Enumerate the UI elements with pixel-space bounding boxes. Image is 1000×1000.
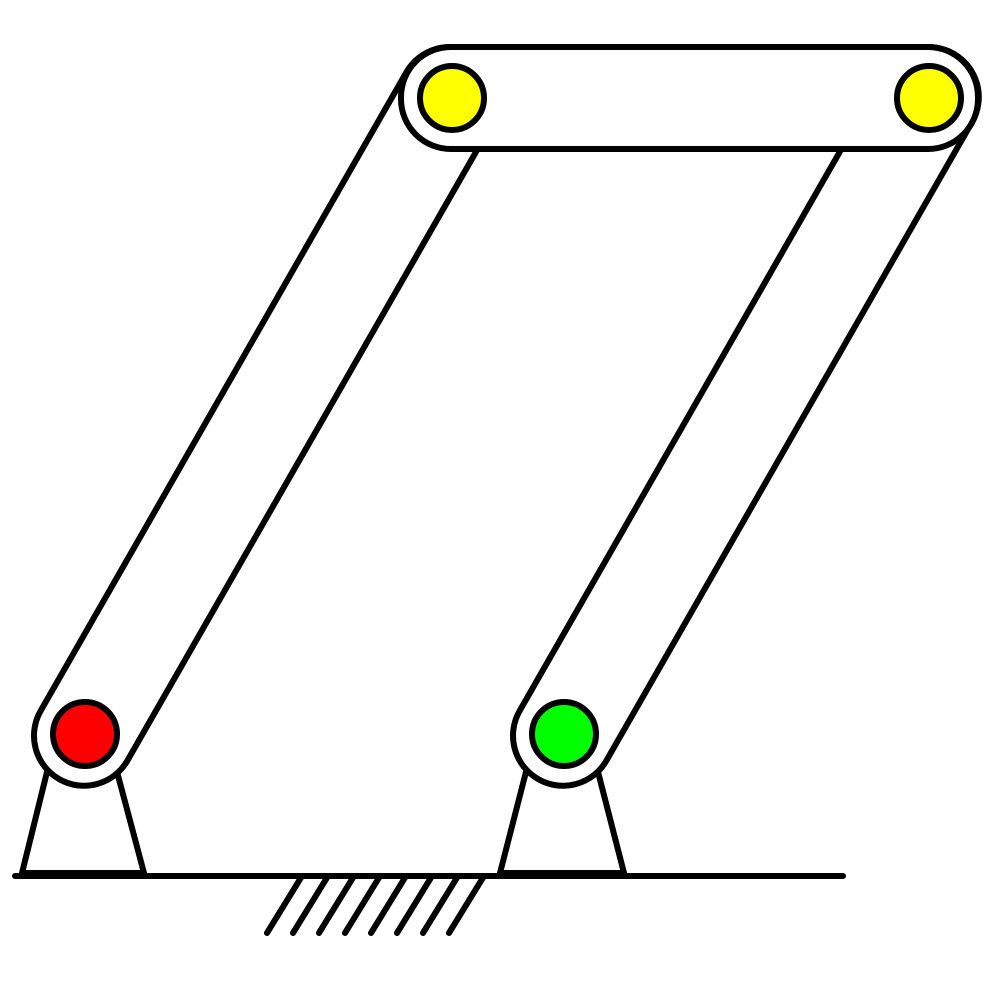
red-pin-joint-icon xyxy=(50,699,120,769)
ground-hatching-icon xyxy=(264,873,487,936)
coupler-link xyxy=(398,44,981,152)
yellow-pin-joint-icon xyxy=(894,63,964,133)
green-pin-joint-icon xyxy=(529,699,599,769)
yellow-pin-joint-icon xyxy=(417,63,487,133)
